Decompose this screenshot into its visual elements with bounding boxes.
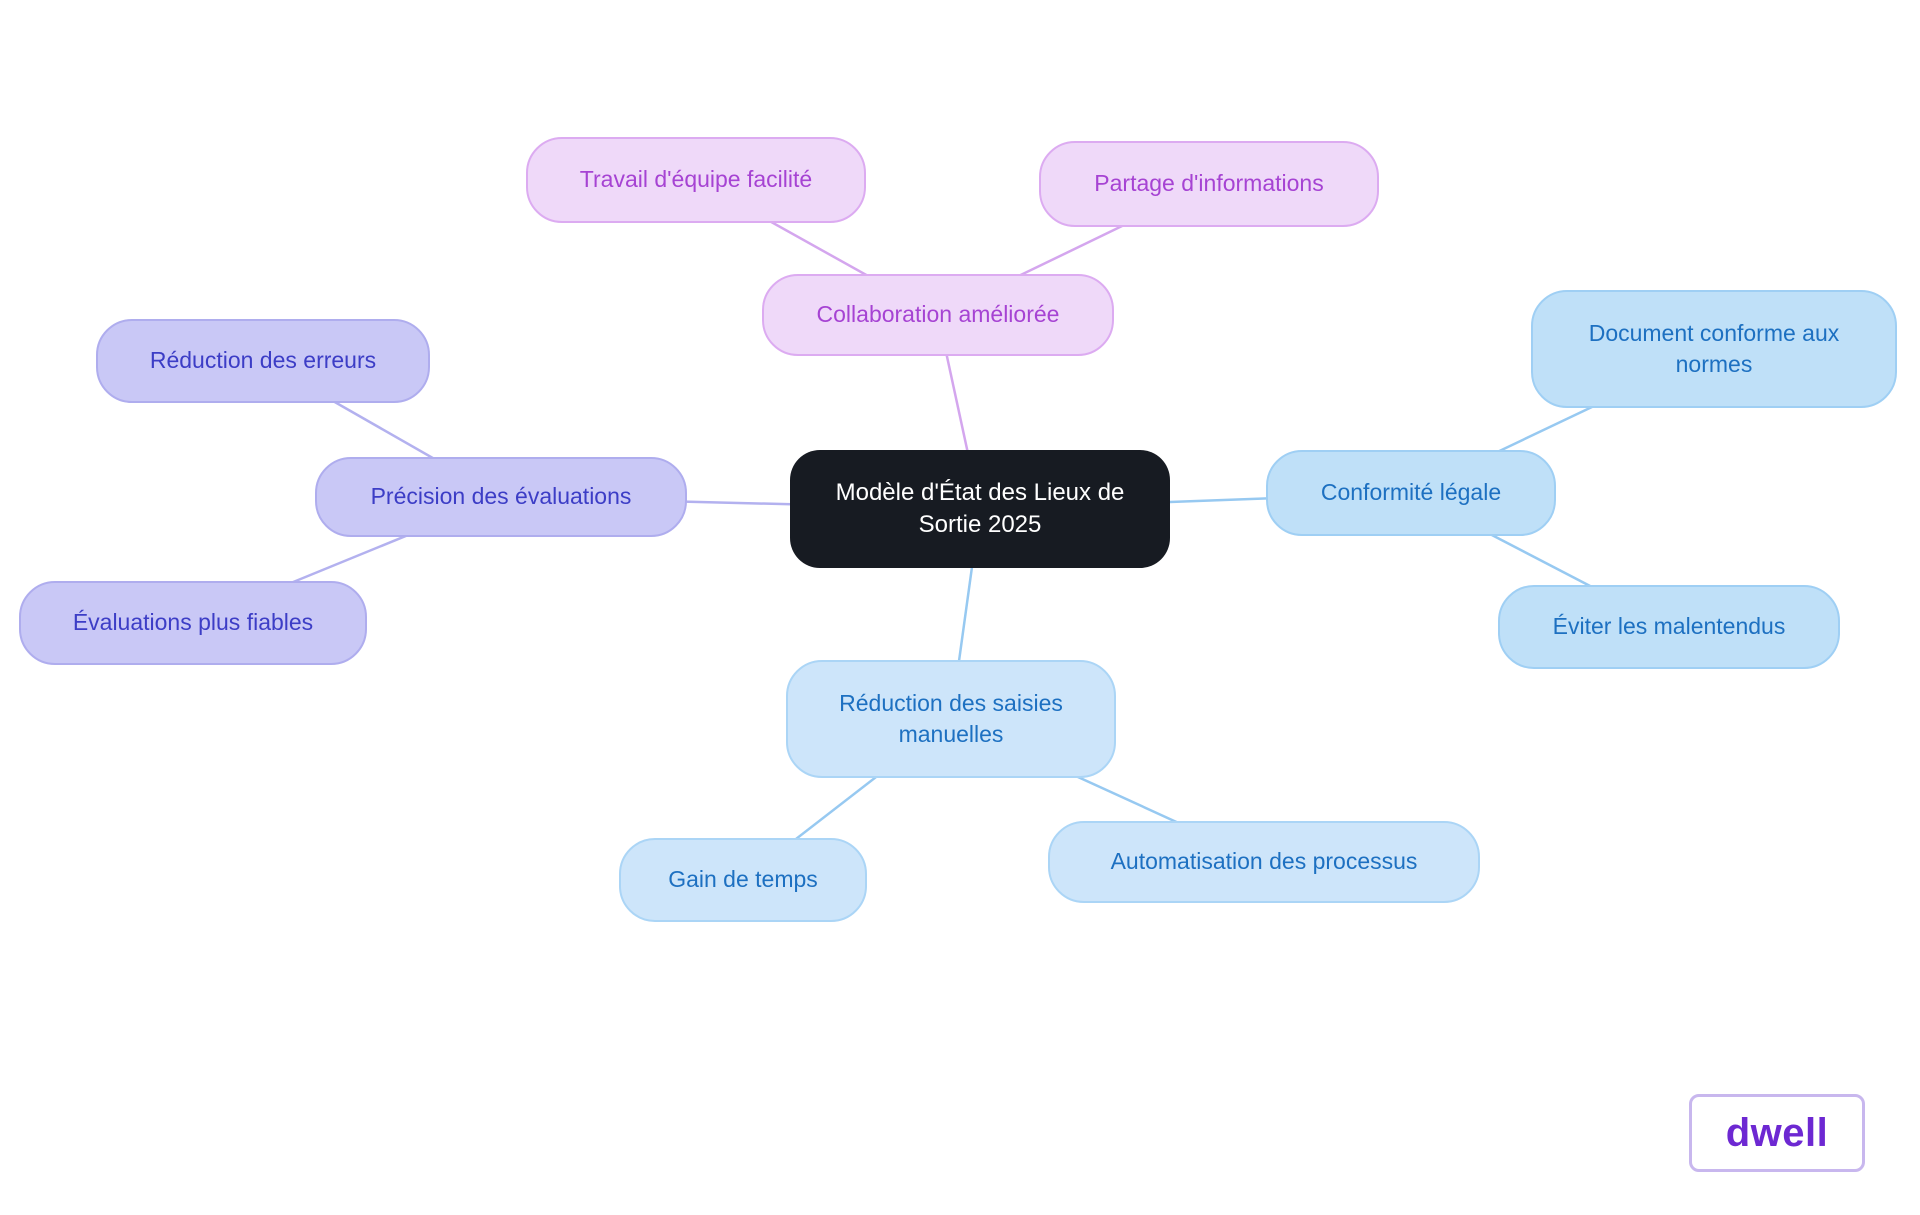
dwell-logo: dwell <box>1689 1094 1865 1172</box>
node-travail-equipe-facilite: Travail d'équipe facilité <box>526 137 866 223</box>
node-document-conforme-aux-normes: Document conforme aux normes <box>1531 290 1897 408</box>
node-central-modele-etat-des-lieux: Modèle d'État des Lieux de Sortie 2025 <box>790 450 1170 568</box>
node-gain-de-temps: Gain de temps <box>619 838 867 922</box>
node-reduction-des-erreurs: Réduction des erreurs <box>96 319 430 403</box>
node-reduction-des-saisies-manuelles: Réduction des saisies manuelles <box>786 660 1116 778</box>
node-collaboration-amelioree: Collaboration améliorée <box>762 274 1114 356</box>
node-partage-informations: Partage d'informations <box>1039 141 1379 227</box>
node-evaluations-plus-fiables: Évaluations plus fiables <box>19 581 367 665</box>
node-precision-des-evaluations: Précision des évaluations <box>315 457 687 537</box>
node-eviter-les-malentendus: Éviter les malentendus <box>1498 585 1840 669</box>
node-conformite-legale: Conformité légale <box>1266 450 1556 536</box>
node-automatisation-des-processus: Automatisation des processus <box>1048 821 1480 903</box>
